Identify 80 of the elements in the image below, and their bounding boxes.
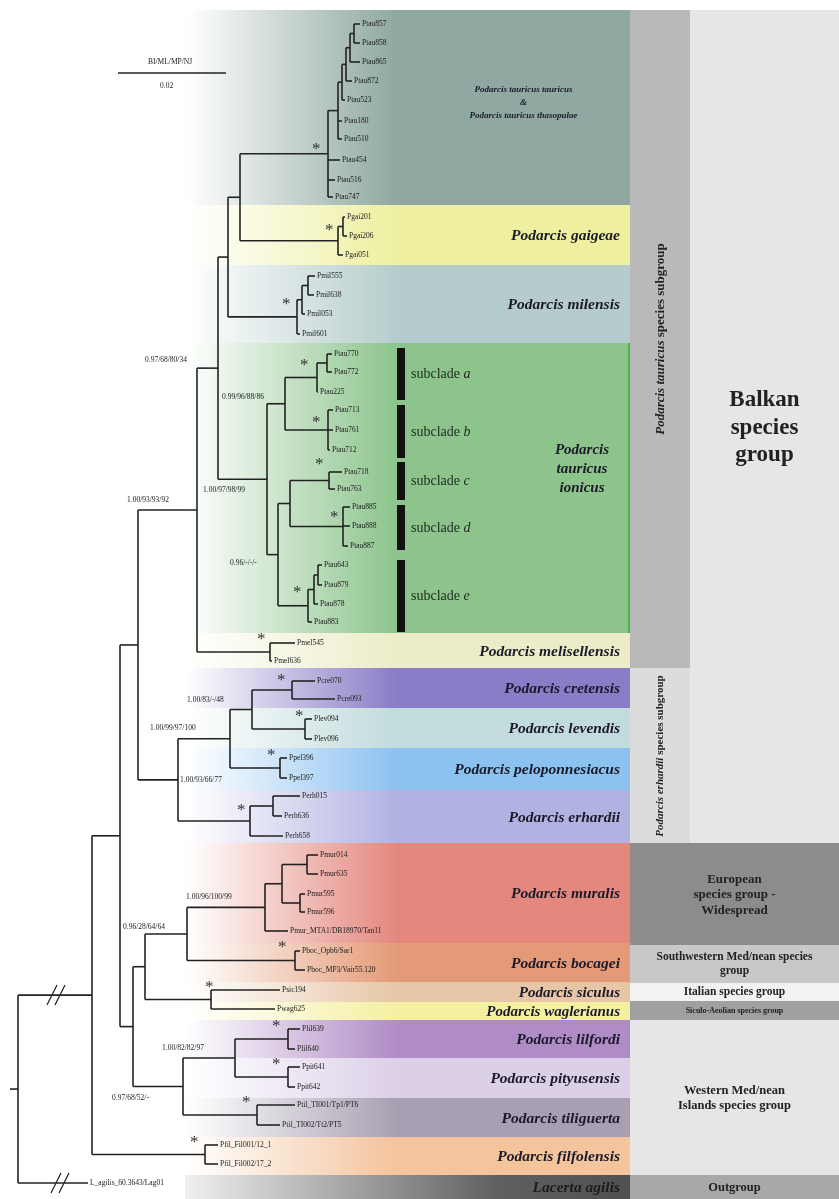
clade-name: Podarcis filfolensis (497, 1147, 620, 1165)
subclade-label: subclade a (411, 366, 471, 382)
clade-name: & (520, 96, 527, 109)
clade-band (397, 1137, 630, 1175)
clade-band (397, 205, 630, 265)
clade-name: Podarcis peloponnesiacus (454, 760, 620, 778)
subclade-label: subclade e (411, 588, 470, 604)
clade-band (397, 1098, 630, 1137)
clade-band (397, 1058, 630, 1098)
group-label: Balkan species group (728, 385, 801, 468)
group-column (630, 945, 839, 983)
clade-name: Podarcis muralis (511, 884, 620, 902)
group-label: Italian species group (683, 985, 786, 999)
clade-band (397, 790, 630, 843)
clade-band (397, 10, 630, 205)
clade-band (397, 343, 630, 633)
subclade-label: subclade b (411, 423, 471, 440)
clade-band (397, 1002, 630, 1020)
clade-name: Podarcis tiliguerta (501, 1108, 620, 1127)
support-asterisk: * (282, 298, 291, 310)
group-column (630, 983, 839, 1001)
support-asterisk: * (295, 710, 304, 722)
group-column (630, 1175, 839, 1199)
clade-band (397, 1020, 630, 1058)
clade-band (397, 982, 630, 1002)
clade-name: Podarcis milensis (507, 295, 620, 313)
clade-name: Podarcis cretensis (504, 679, 620, 697)
support-asterisk: * (257, 633, 266, 645)
group-column (630, 1001, 839, 1020)
clade-name: Podarcis tauricus thasopulae (469, 109, 578, 122)
clade-name: Podarcis melisellensis (479, 641, 620, 660)
support-asterisk: * (242, 1096, 251, 1108)
clade-name: Podarcis lilfordi (516, 1030, 620, 1048)
group-column (630, 1020, 839, 1175)
group-column (630, 10, 690, 668)
group-label: Southwestern Med/nean species group (655, 950, 814, 978)
clade-name: Podarcis waglerianus (486, 1003, 620, 1019)
support-asterisk: * (293, 586, 302, 598)
support-asterisk: * (205, 981, 214, 993)
clade-name: Podarcis bocagei (511, 953, 620, 972)
support-asterisk: * (272, 1058, 281, 1070)
clade-band (397, 943, 630, 982)
subclade-label: subclade d (411, 519, 471, 536)
clade-name: Podarcis tauricus tauricus (474, 83, 573, 96)
group-column (630, 843, 839, 945)
group-label: Outgroup (708, 1179, 761, 1195)
clade-name: Podarcis gaigeae (511, 226, 620, 244)
support-asterisk: * (312, 416, 321, 428)
support-asterisk: * (278, 941, 287, 953)
clade-band (397, 708, 630, 748)
group-column (690, 10, 839, 843)
clade-band (397, 668, 630, 708)
group-label: European species group - Widespread (692, 870, 777, 918)
support-asterisk: * (325, 224, 334, 236)
clade-name: Podarcis erhardii (508, 807, 620, 826)
clade-name: Podarcis siculus (518, 984, 620, 1000)
support-asterisk: * (277, 674, 286, 686)
clade-name: Podarcis pityusensis (490, 1069, 620, 1087)
support-asterisk: * (272, 1020, 281, 1032)
support-asterisk: * (330, 511, 339, 523)
clade-band (397, 633, 630, 668)
group-label: Podarcis tauricus species subgroup (651, 242, 668, 437)
clade-band (397, 265, 630, 343)
clade-name: Lacerta agilis (532, 1178, 620, 1196)
support-asterisk: * (315, 458, 324, 470)
group-label: Western Med/nean Islands species group (677, 1082, 792, 1113)
support-asterisk: * (267, 749, 276, 761)
support-asterisk: * (300, 359, 309, 371)
clade-band (185, 1175, 630, 1199)
subclade-label: subclade c (411, 473, 470, 489)
clade-name: Podarcis levendis (508, 719, 620, 737)
support-asterisk: * (237, 804, 246, 816)
support-asterisk: * (312, 143, 321, 155)
clade-band (397, 843, 630, 943)
group-label: Siculo-Aeolian species group (685, 1005, 784, 1016)
group-column (630, 668, 690, 843)
clade-name: Podarcis tauricus ionicus (553, 439, 611, 497)
group-label: Podarcis erhardii species subgroup (653, 674, 667, 837)
clade-band (397, 748, 630, 790)
support-asterisk: * (190, 1136, 199, 1148)
